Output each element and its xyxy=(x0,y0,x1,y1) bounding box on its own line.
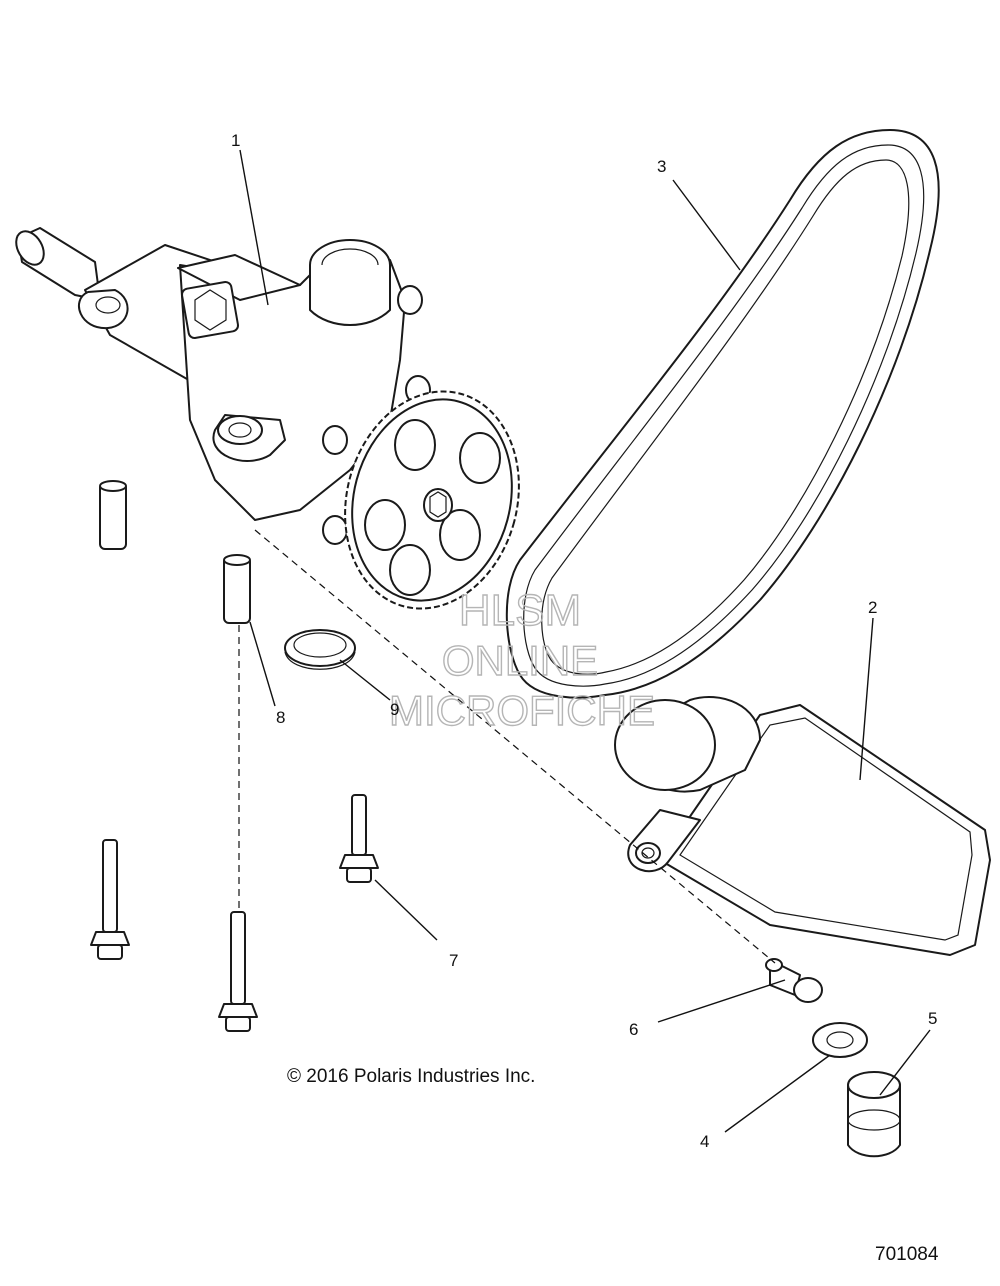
part-5-drain-plug[interactable] xyxy=(847,1071,901,1158)
callout-1: 1 xyxy=(231,131,240,150)
assembly-line-pump-to-bolt xyxy=(254,529,776,964)
diagram-reference-number: 701084 xyxy=(875,1244,939,1265)
part-6-pickup-bolt[interactable] xyxy=(765,958,823,1003)
part-9-o-ring-seal[interactable] xyxy=(284,629,356,670)
callout-3: 3 xyxy=(657,157,666,176)
part-8-dowel-pin-lower[interactable] xyxy=(223,554,251,624)
callout-4: 4 xyxy=(700,1132,709,1151)
callout-9: 9 xyxy=(390,700,399,719)
watermark-line-1: HLSM xyxy=(459,586,581,635)
callout-2: 2 xyxy=(868,598,877,617)
copyright-notice: © 2016 Polaris Industries Inc. xyxy=(287,1066,535,1087)
part-2-oil-pickup-screen[interactable] xyxy=(614,695,991,956)
watermark-line-2: ONLINE xyxy=(442,637,598,684)
watermark-line-3: MICROFICHE xyxy=(389,687,655,734)
callout-5: 5 xyxy=(928,1009,937,1028)
part-7-flange-bolt[interactable] xyxy=(339,794,379,883)
part-1-pump-sprocket[interactable] xyxy=(321,372,542,629)
part-4-sealing-washer[interactable] xyxy=(812,1022,868,1058)
callout-6: 6 xyxy=(629,1020,638,1039)
callout-7: 7 xyxy=(449,951,458,970)
watermark: HLSM ONLINE MICROFICHE xyxy=(388,585,655,734)
part-3-drive-belt[interactable] xyxy=(505,129,940,699)
part-7-flange-bolt-left[interactable] xyxy=(90,839,130,960)
leader-lines xyxy=(239,149,931,1133)
part-7-flange-bolt-lower[interactable] xyxy=(218,911,258,1032)
part-8-dowel-pin-upper[interactable] xyxy=(99,480,127,550)
part-1-oil-pump[interactable] xyxy=(11,226,431,545)
callout-8: 8 xyxy=(276,708,285,727)
